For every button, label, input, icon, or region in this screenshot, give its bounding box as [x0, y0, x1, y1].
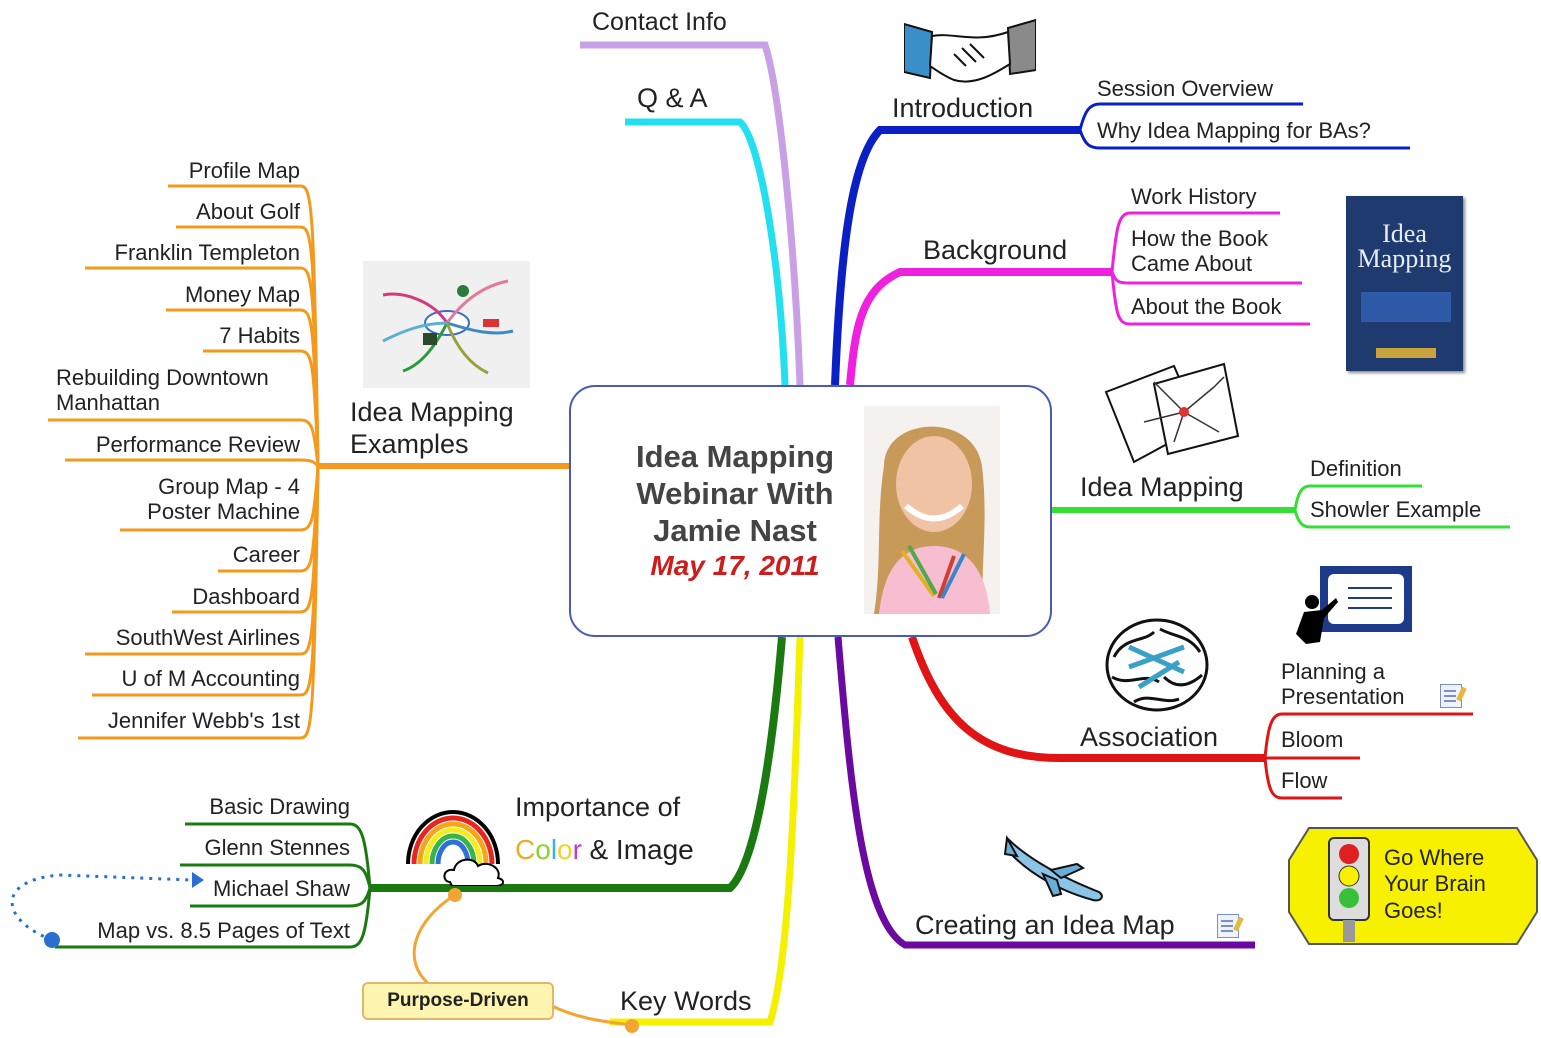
branch-introduction[interactable]: Introduction — [892, 93, 1034, 123]
ex-line-6 — [48, 418, 320, 467]
color-letter-o2: o — [557, 834, 573, 865]
imp-child-map-vs-pages[interactable]: Map vs. 8.5 Pages of Text — [97, 918, 350, 943]
branch-contact-info[interactable]: Contact Info — [592, 8, 727, 36]
im-child-definition[interactable]: Definition — [1310, 456, 1402, 481]
branch-importance-line2[interactable]: Color & Image — [515, 834, 694, 866]
im-child-line-1 — [1293, 484, 1422, 511]
branch-qa[interactable]: Q & A — [637, 83, 708, 113]
bg-child-about-book[interactable]: About the Book — [1131, 294, 1282, 319]
intro-child-why-idea-mapping[interactable]: Why Idea Mapping for BAs? — [1097, 118, 1371, 143]
as-child-bloom[interactable]: Bloom — [1281, 727, 1344, 752]
color-letter-o: o — [535, 834, 551, 865]
imp-child-line-4 — [55, 887, 372, 949]
branch-idea-mapping-examples[interactable]: Idea Mapping Examples — [350, 397, 514, 459]
as-child-flow[interactable]: Flow — [1281, 768, 1328, 793]
imp-child-line-2 — [180, 863, 372, 889]
rainbow-icon — [406, 810, 504, 886]
as-child-line-1 — [1263, 712, 1473, 759]
color-letter-l: l — [550, 834, 558, 865]
bg-child-line-3 — [1110, 271, 1310, 326]
ex-line-5 — [203, 349, 320, 467]
intro-child-line-1 — [1078, 102, 1303, 131]
purpose-connector — [412, 893, 631, 1027]
note-icon[interactable] — [1217, 914, 1239, 938]
presentation-icon — [1296, 566, 1412, 644]
relationship-arrow — [10, 873, 193, 942]
example-u-of-m-accounting[interactable]: U of M Accounting — [121, 666, 300, 691]
branch-creating-idea-map[interactable]: Creating an Idea Map — [915, 910, 1175, 940]
example-dashboard[interactable]: Dashboard — [192, 584, 300, 609]
im-child-showler-example[interactable]: Showler Example — [1310, 497, 1482, 522]
example-jennifer-webb[interactable]: Jennifer Webb's 1st — [107, 708, 300, 733]
branch-importance-line — [370, 636, 786, 892]
go-where-sign-text: Go Where Your Brain Goes! — [1384, 845, 1486, 923]
branch-idea-mapping[interactable]: Idea Mapping — [1080, 472, 1244, 502]
color-letter-c: C — [515, 834, 536, 865]
branch-background-line — [846, 268, 1112, 386]
example-money-map[interactable]: Money Map — [185, 282, 300, 307]
book-cover-title: Idea Mapping — [1357, 219, 1452, 273]
example-performance-review[interactable]: Performance Review — [95, 432, 300, 457]
relationship-arrow-start-dot — [44, 932, 60, 948]
central-topic-title: Idea Mapping Webinar With Jamie Nast — [635, 439, 835, 549]
color-letter-r: r — [572, 834, 582, 865]
example-southwest-airlines[interactable]: SouthWest Airlines — [115, 625, 300, 650]
branch-background[interactable]: Background — [923, 235, 1068, 265]
branch-importance-line1[interactable]: Importance of — [515, 792, 681, 822]
purpose-connector-dot-1 — [448, 888, 462, 902]
ex-line-13 — [78, 465, 320, 740]
example-rebuilding-downtown[interactable]: Rebuilding Downtown Manhattan — [56, 365, 269, 416]
bg-child-line-1 — [1110, 211, 1280, 273]
book-cover-strip — [1361, 292, 1451, 322]
purpose-driven-callout[interactable]: Purpose-Driven — [362, 982, 554, 1020]
im-child-line-2 — [1293, 509, 1510, 529]
branch-association-line — [908, 635, 1265, 762]
book-cover-image: Idea Mapping — [1346, 196, 1463, 371]
intro-child-line-2 — [1078, 129, 1410, 150]
imp-child-michael-shaw[interactable]: Michael Shaw — [213, 876, 350, 901]
example-map-thumbnail — [363, 261, 530, 388]
imp-child-glenn-stennes[interactable]: Glenn Stennes — [204, 835, 350, 860]
branch-qa-line — [625, 118, 789, 386]
as-child-line-3 — [1263, 757, 1342, 800]
as-child-planning-presentation[interactable]: Planning a Presentation — [1281, 659, 1405, 710]
branch-key-words-line — [610, 636, 804, 1026]
central-topic-date: May 17, 2011 — [650, 550, 820, 581]
branch-contact-info-line — [580, 41, 804, 386]
example-about-golf[interactable]: About Golf — [196, 199, 300, 224]
note-icon[interactable] — [1440, 684, 1462, 708]
branch-key-words[interactable]: Key Words — [620, 986, 752, 1016]
airplane-icon — [1003, 834, 1103, 902]
handshake-icon — [904, 18, 1036, 83]
go-where-sign — [1288, 827, 1538, 945]
book-cover-author-bar — [1376, 348, 1436, 358]
example-7-habits[interactable]: 7 Habits — [219, 323, 300, 348]
map-sketch-icon — [1104, 362, 1240, 464]
imp-child-line-1 — [185, 822, 372, 889]
example-career[interactable]: Career — [232, 542, 300, 567]
brain-icon — [1105, 618, 1209, 712]
branch-creating-line — [834, 636, 1255, 949]
relationship-arrowhead — [192, 872, 204, 888]
purpose-connector-dot-2 — [625, 1019, 639, 1033]
bg-child-how-book-came-about[interactable]: How the Book Came About — [1131, 226, 1268, 277]
branch-association[interactable]: Association — [1080, 722, 1219, 752]
imp-child-basic-drawing[interactable]: Basic Drawing — [209, 794, 350, 819]
intro-child-session-overview[interactable]: Session Overview — [1097, 76, 1274, 101]
presenter-photo — [864, 406, 1000, 614]
branch-importance-rest: & Image — [589, 834, 694, 865]
ex-line-7 — [65, 458, 320, 468]
bg-child-work-history[interactable]: Work History — [1131, 184, 1257, 209]
example-group-map[interactable]: Group Map - 4 Poster Machine — [147, 474, 300, 525]
example-profile-map[interactable]: Profile Map — [188, 158, 300, 183]
branch-introduction-line — [831, 126, 1080, 386]
examples-child-lines — [48, 184, 320, 740]
example-franklin-templeton[interactable]: Franklin Templeton — [114, 240, 300, 265]
